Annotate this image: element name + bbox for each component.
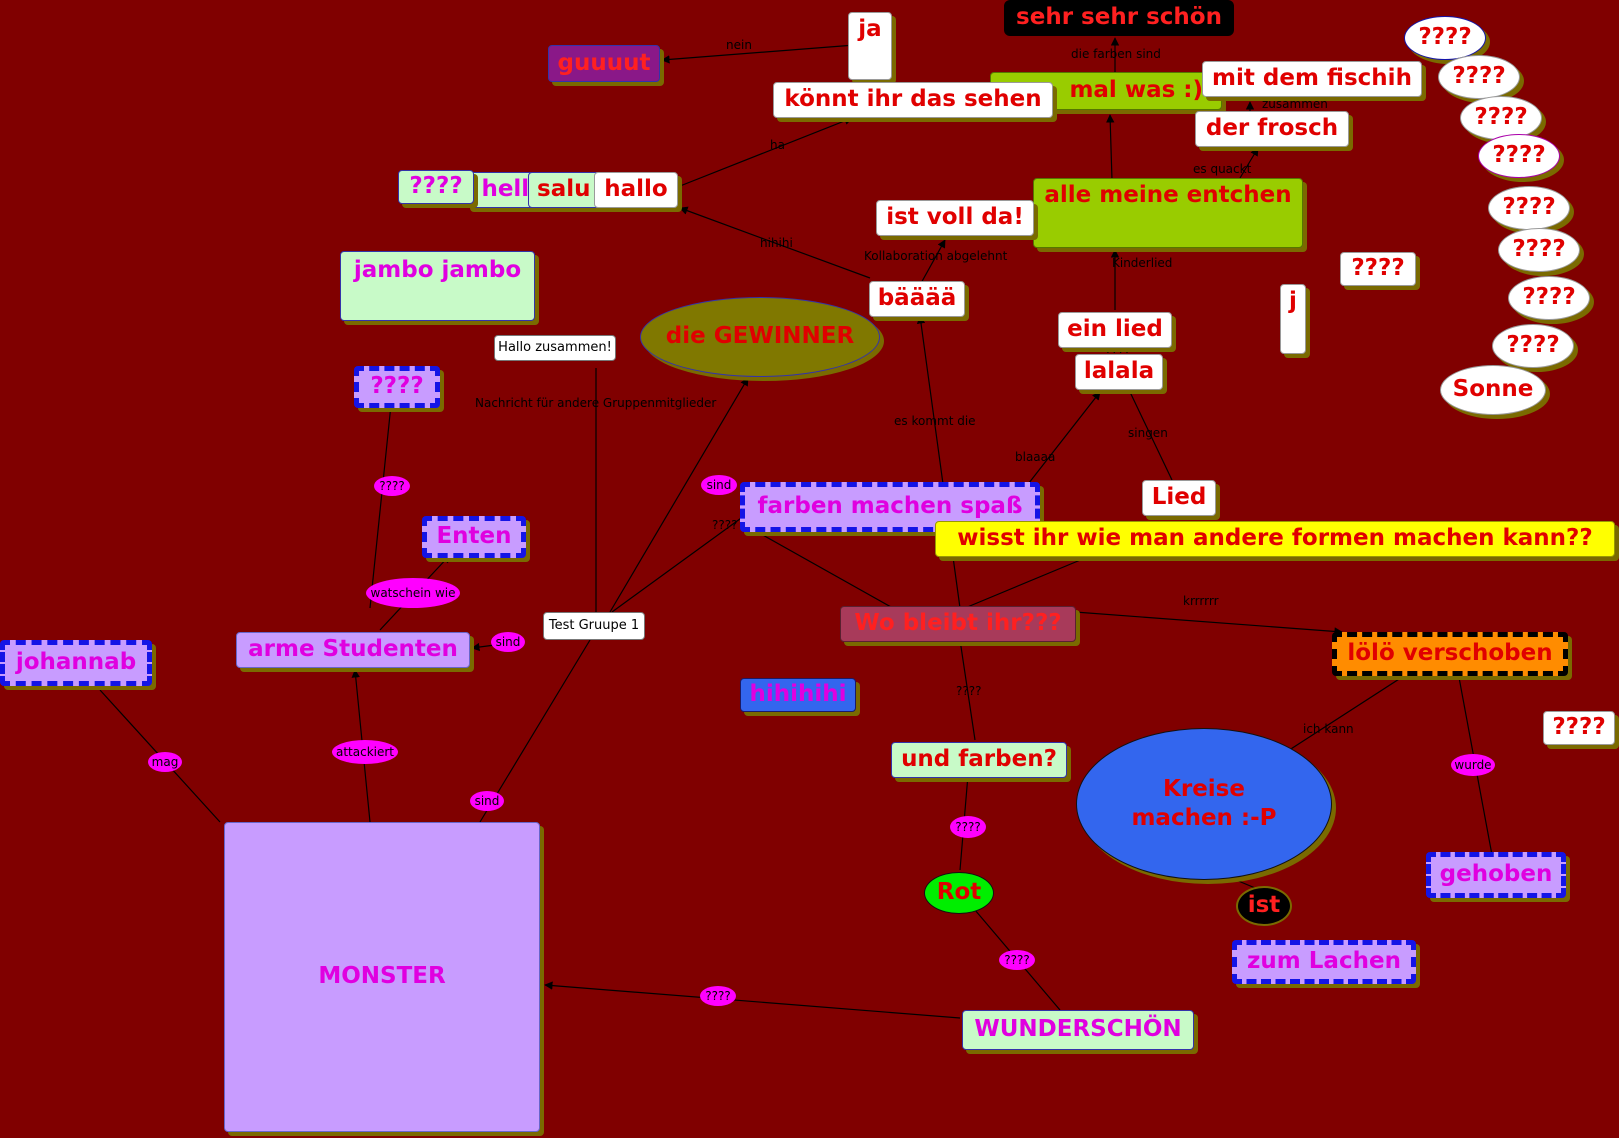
node-loelo-verschoben[interactable]: lölö verschoben <box>1332 632 1568 676</box>
edge-farben-lalala <box>1024 391 1101 489</box>
node-sehr-sehr-schoen[interactable]: sehr sehr schön <box>1004 0 1234 36</box>
bubble-3[interactable]: ???? <box>1460 96 1542 140</box>
node-kreise-machen[interactable]: Kreise machen :-P <box>1076 728 1332 880</box>
edge-label-zusammen: zusammen <box>1262 97 1328 111</box>
node-monster[interactable]: MONSTER <box>224 822 540 1132</box>
node-ist-voll-da[interactable]: ist voll da! <box>876 200 1034 236</box>
node-enten[interactable]: Enten <box>422 516 526 558</box>
edge-label-singen: singen <box>1128 426 1168 440</box>
edge-pill-mag[interactable]: mag <box>148 752 182 772</box>
edge-test-gewinner <box>609 377 749 613</box>
edge-label-es-kommt-die: es kommt die <box>894 414 976 428</box>
bubble-8[interactable]: ???? <box>1492 324 1574 368</box>
edge-pill-qq-wunder[interactable]: ???? <box>999 950 1035 970</box>
edge-label-es-quackt: es quackt <box>1193 162 1252 176</box>
edge-pill-watschein[interactable]: watschein wie <box>366 578 460 608</box>
node-ein-lied[interactable]: ein lied <box>1058 312 1172 348</box>
node-alle-meine-entchen[interactable]: alle meine entchen <box>1033 178 1303 248</box>
edge-lied-lalala <box>1129 391 1173 481</box>
edge-pill-qq-rot[interactable]: ???? <box>950 816 986 838</box>
edge-pill-sind-bottom[interactable]: sind <box>470 791 504 811</box>
node-jambo-jambo[interactable]: jambo jambo <box>340 251 535 321</box>
edge-label-farben-qq: ???? <box>712 518 738 532</box>
node-wunderschoen[interactable]: WUNDERSCHÖN <box>962 1010 1194 1050</box>
node-baeaeaeae[interactable]: bääää <box>869 281 965 317</box>
edge-pill-wurde[interactable]: wurde <box>1451 754 1495 776</box>
node-rot[interactable]: Rot <box>924 872 994 914</box>
bubble-7[interactable]: ???? <box>1508 276 1590 320</box>
edge-pill-qq-monster[interactable]: ???? <box>700 986 736 1006</box>
node-ja[interactable]: ja <box>848 12 892 80</box>
edge-label-krrrrrr: krrrrrr <box>1183 594 1219 608</box>
edge-label-nachricht: Nachricht für andere Gruppenmitglieder <box>475 396 717 410</box>
edge-wo-undfarben <box>959 639 976 741</box>
node-q-dash[interactable]: ???? <box>354 366 440 408</box>
bubble-2[interactable]: ???? <box>1438 55 1520 99</box>
node-guuuut[interactable]: guuuut <box>548 45 660 82</box>
node-ist[interactable]: ist <box>1236 886 1292 926</box>
edge-label-blaaaa: blaaaa <box>1015 450 1056 464</box>
node-und-farben[interactable]: und farben? <box>891 742 1067 778</box>
node-die-gewinner[interactable]: die GEWINNER <box>640 297 880 377</box>
edge-wunder-monster <box>544 981 961 1019</box>
node-lied[interactable]: Lied <box>1142 480 1216 516</box>
node-j[interactable]: j <box>1280 284 1306 354</box>
node-hihihihi[interactable]: hihihihi <box>740 678 856 712</box>
node-zum-lachen[interactable]: zum Lachen <box>1232 940 1416 984</box>
node-q-hello[interactable]: ???? <box>398 170 474 204</box>
edge-label-ich-kann: ich kann <box>1303 722 1354 736</box>
node-q-mid[interactable]: ???? <box>1340 252 1416 286</box>
edge-label-hihihi: hihihi <box>760 236 793 250</box>
edge-label-kinderlied: Kinderlied <box>1112 256 1173 270</box>
edge-test-wo <box>611 507 756 613</box>
edge-loelo-kreise <box>1279 671 1411 757</box>
edge-label-ha: ha <box>770 138 785 152</box>
node-q-right[interactable]: ???? <box>1543 711 1615 745</box>
edge-baeaeae-istvoll <box>919 239 946 286</box>
node-gehoben[interactable]: gehoben <box>1426 852 1566 898</box>
bubble-6[interactable]: ???? <box>1498 228 1580 272</box>
edge-pill-sind-top[interactable]: sind <box>701 475 737 495</box>
edge-pill-sind-mid[interactable]: sind <box>491 632 525 652</box>
edge-arme-dash <box>369 394 396 609</box>
edge-label-nein: nein <box>726 38 752 52</box>
node-koennt-ihr[interactable]: könnt ihr das sehen <box>773 82 1053 118</box>
node-test-gruppe[interactable]: Test Gruupe 1 <box>543 612 645 640</box>
edge-label-kollaboration: Kollaboration abgelehnt <box>864 249 1008 263</box>
bubble-4[interactable]: ???? <box>1478 134 1560 178</box>
edge-wo-baeaeae <box>916 315 961 609</box>
node-hallo[interactable]: hallo <box>594 172 678 208</box>
bubble-5[interactable]: ???? <box>1488 186 1570 230</box>
bubble-sonne[interactable]: Sonne <box>1440 365 1546 415</box>
node-der-frosch[interactable]: der frosch <box>1195 111 1349 147</box>
edge-pill-attackiert[interactable]: attackiert <box>332 740 398 764</box>
node-arme-studenten[interactable]: arme Studenten <box>236 632 470 668</box>
edge-entchen-frosch <box>1239 147 1259 179</box>
edge-ja-guuuut <box>661 44 856 64</box>
edge-label-die-farben-sind: die farben sind <box>1071 47 1161 61</box>
bubble-1[interactable]: ???? <box>1404 16 1486 60</box>
node-lalala[interactable]: lalala <box>1075 354 1163 390</box>
edge-entchen-mal-was <box>1106 114 1115 181</box>
node-wo-bleibt-ihr[interactable]: Wo bleibt ihr??? <box>840 606 1076 642</box>
edge-label-wo-qq: ???? <box>956 684 982 698</box>
edge-baeaeae-hallo <box>679 206 871 279</box>
edge-monster-test <box>479 639 591 823</box>
edge-farben-wo <box>744 524 901 613</box>
edge-pill-qq-top[interactable]: ???? <box>374 476 410 496</box>
node-mit-dem-fischih[interactable]: mit dem fischih <box>1202 61 1422 97</box>
edge-wo-loelo <box>1074 611 1343 636</box>
node-wisst-ihr[interactable]: wisst ihr wie man andere formen machen k… <box>935 521 1615 557</box>
node-johannab[interactable]: johannab <box>0 640 152 686</box>
node-hallo-zusammen[interactable]: Hallo zusammen! <box>494 335 616 361</box>
edge-hallo-koennt <box>674 116 853 189</box>
edge-wisst-wo <box>964 555 1091 609</box>
